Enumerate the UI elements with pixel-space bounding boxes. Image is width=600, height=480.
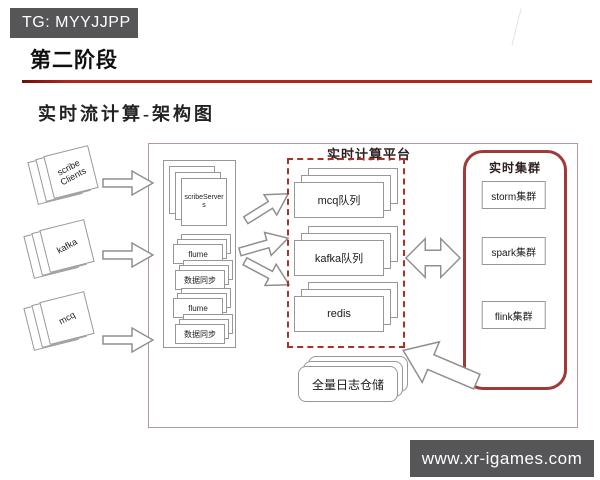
arrow-down-right-icon bbox=[236, 247, 298, 299]
source-label: kafka bbox=[55, 236, 79, 256]
arrow-up-right-icon bbox=[236, 180, 298, 234]
diagram-frame bbox=[148, 143, 578, 428]
ingest-item-label: 数据同步 bbox=[175, 270, 225, 290]
scribe-servers-stack: scribeServers bbox=[169, 166, 231, 230]
arrow-right-icon bbox=[234, 223, 294, 267]
storage-label: 全量日志仓储 bbox=[298, 366, 398, 402]
diagram-subtitle: 实时流计算-架构图 bbox=[38, 104, 215, 124]
log-storage-stack: 全量日志仓储 bbox=[298, 356, 410, 406]
mcq-queue-stack: mcq队列 bbox=[294, 168, 400, 224]
page-title: 第二阶段 bbox=[30, 49, 118, 72]
queue-label: redis bbox=[294, 296, 384, 332]
arrow-right-icon bbox=[102, 240, 154, 270]
title-divider bbox=[22, 80, 592, 83]
arrow-right-icon bbox=[102, 325, 154, 355]
cluster-box: 实时集群 storm集群 spark集群 flink集群 bbox=[463, 150, 567, 390]
source-mcq: mcq bbox=[23, 291, 98, 356]
ingest-item-label: 数据同步 bbox=[175, 324, 225, 344]
kafka-queue-stack: kafka队列 bbox=[294, 226, 400, 282]
arrow-right-icon bbox=[102, 168, 154, 198]
spark-cluster-node: spark集群 bbox=[481, 237, 546, 265]
redis-stack: redis bbox=[294, 282, 400, 338]
cluster-title: 实时集群 bbox=[488, 161, 541, 175]
storm-cluster-node: storm集群 bbox=[481, 181, 546, 209]
source-label: mcq bbox=[57, 309, 77, 327]
arrow-left-right-icon bbox=[404, 229, 462, 287]
ingest-column: scribeServers flume 数据同步 flume 数据同步 bbox=[163, 160, 236, 348]
arrow-down-left-icon bbox=[390, 324, 489, 408]
telegram-badge: TG: MYYJJPP bbox=[10, 8, 138, 38]
source-scribe-clients: scribe Clients bbox=[27, 145, 102, 210]
paper-sheet: scribeServers bbox=[181, 178, 227, 226]
flume-stack: flume bbox=[173, 234, 233, 266]
site-watermark: www.xr-igames.com bbox=[410, 440, 594, 477]
source-kafka: kafka bbox=[23, 219, 98, 284]
data-sync-stack: 数据同步 bbox=[175, 314, 235, 346]
data-sync-stack: 数据同步 bbox=[175, 260, 235, 292]
crease-artifact bbox=[511, 8, 522, 46]
queue-label: mcq队列 bbox=[294, 182, 384, 218]
source-label: scribe Clients bbox=[55, 157, 88, 188]
platform-box: mcq队列 kafka队列 redis bbox=[287, 158, 405, 348]
flume-stack: flume bbox=[173, 288, 233, 320]
flink-cluster-node: flink集群 bbox=[481, 301, 546, 329]
ingest-item-label: flume bbox=[173, 244, 223, 264]
queue-label: kafka队列 bbox=[294, 240, 384, 276]
